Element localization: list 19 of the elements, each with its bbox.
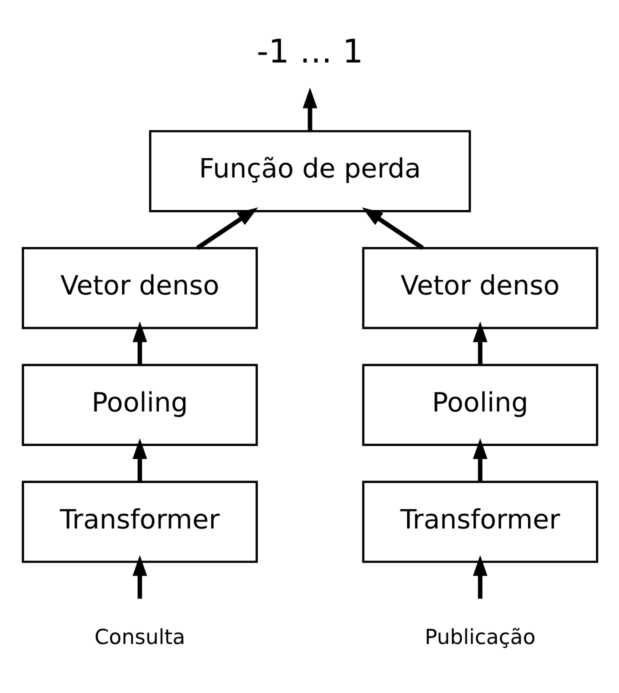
node-box: Transformer [362,480,598,563]
node-text: Publicação [424,625,536,650]
arrow [361,207,424,250]
arrow [472,438,487,482]
arrow [132,555,147,599]
node-text: Consulta [94,625,185,650]
arrow [472,321,487,365]
arrow [132,321,147,365]
node-box: Transformer [21,480,258,563]
arrow [472,555,487,599]
node-box: Pooling [362,364,598,446]
arrow [132,438,147,482]
node-text: -1 … 1 [256,32,363,71]
node-box: Pooling [21,364,258,446]
node-box: Vetor denso [362,246,598,330]
node-box: Função de perda [148,130,470,212]
arrow [302,88,317,132]
node-box: Vetor denso [21,246,258,330]
arrow [196,207,258,250]
